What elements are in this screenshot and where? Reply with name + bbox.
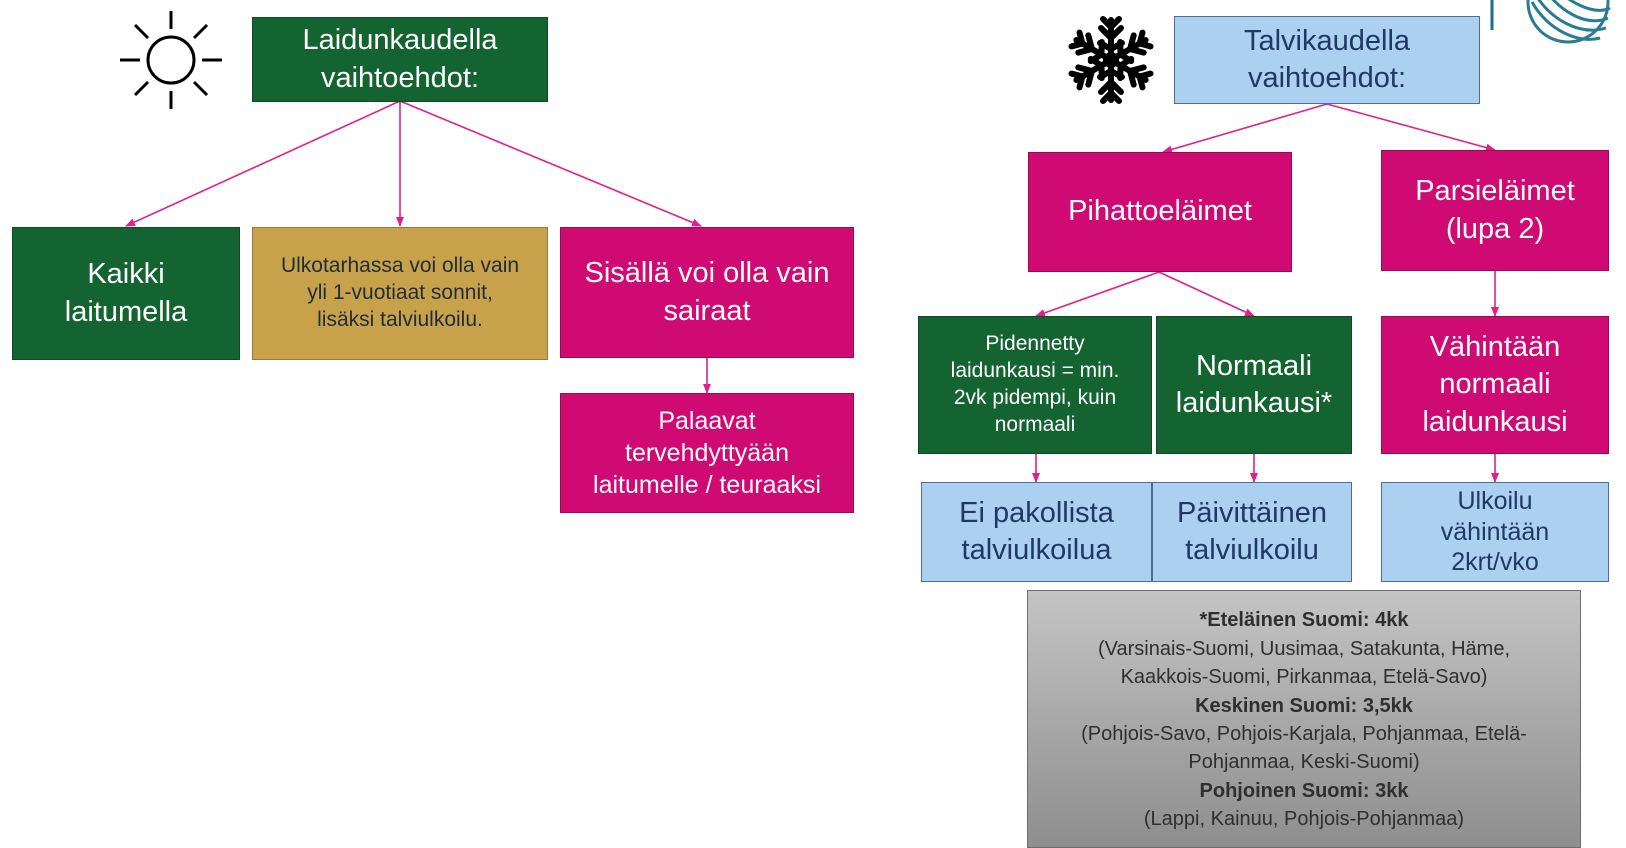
central-finland-regions: (Pohjois-Savo, Pohjois-Karjala, Pohjanma…: [1081, 723, 1527, 745]
tied-animals-box: Parsieläimet (lupa 2): [1381, 150, 1609, 271]
central-finland-title: Keskinen Suomi: 3,5kk: [1195, 694, 1413, 717]
north-finland-title: Pohjoinen Suomi: 3kk: [1199, 779, 1409, 802]
summer-options-title: Laidunkaudella vaihtoehdot:: [252, 17, 548, 102]
arrow-winter-to-freestall: [1162, 103, 1328, 154]
free-stall-animals-box: Pihattoeläimet: [1028, 152, 1292, 272]
snowflake-icon: [1068, 16, 1154, 104]
arrow-freestall-to-normal: [1158, 271, 1255, 317]
sun-icon: [120, 11, 222, 109]
extended-grazing-box: Pidennetty laidunkausi = min. 2vk pidemp…: [918, 316, 1152, 454]
arrow-summer-to-all: [125, 100, 401, 227]
arrow-summer-to-indoor: [399, 100, 702, 227]
no-required-outdoor-box: Ei pakollista talviulkoilua: [921, 482, 1152, 582]
return-after-recovery-box: Palaavat tervehdyttyään laitumelle / teu…: [560, 393, 854, 513]
twice-weekly-outdoor-box: Ulkoilu vähintään 2krt/vko: [1381, 482, 1609, 582]
north-finland-regions: (Lappi, Kainuu, Pohjois-Pohjanmaa): [1143, 808, 1465, 831]
outdoor-pen-box: Ulkotarhassa voi olla vain yli 1-vuotiaa…: [252, 227, 548, 360]
south-finland-title: *Eteläinen Suomi: 4kk: [1199, 609, 1409, 632]
grazing-season-footnote: *Eteläinen Suomi: 4kk (Varsinais-Suomi, …: [1027, 590, 1581, 848]
indoor-sick-box: Sisällä voi olla vain sairaat: [560, 227, 854, 358]
south-finland-regions: (Varsinais-Suomi, Uusimaa, Satakunta, Hä…: [1097, 637, 1510, 660]
normal-grazing-box: Normaali laidunkausi*: [1156, 316, 1352, 454]
arrow-winter-to-tied: [1326, 103, 1496, 152]
daily-outdoor-box: Päivittäinen talviulkoilu: [1152, 482, 1352, 582]
yarn-ball-logo: [1490, 0, 1611, 44]
winter-options-title: Talvikaudella vaihtoehdot:: [1174, 16, 1480, 104]
all-on-pasture-box: Kaikki laitumella: [12, 227, 240, 360]
at-least-normal-grazing-box: Vähintään normaali laidunkausi: [1381, 316, 1609, 454]
arrow-freestall-to-extended: [1035, 271, 1160, 317]
